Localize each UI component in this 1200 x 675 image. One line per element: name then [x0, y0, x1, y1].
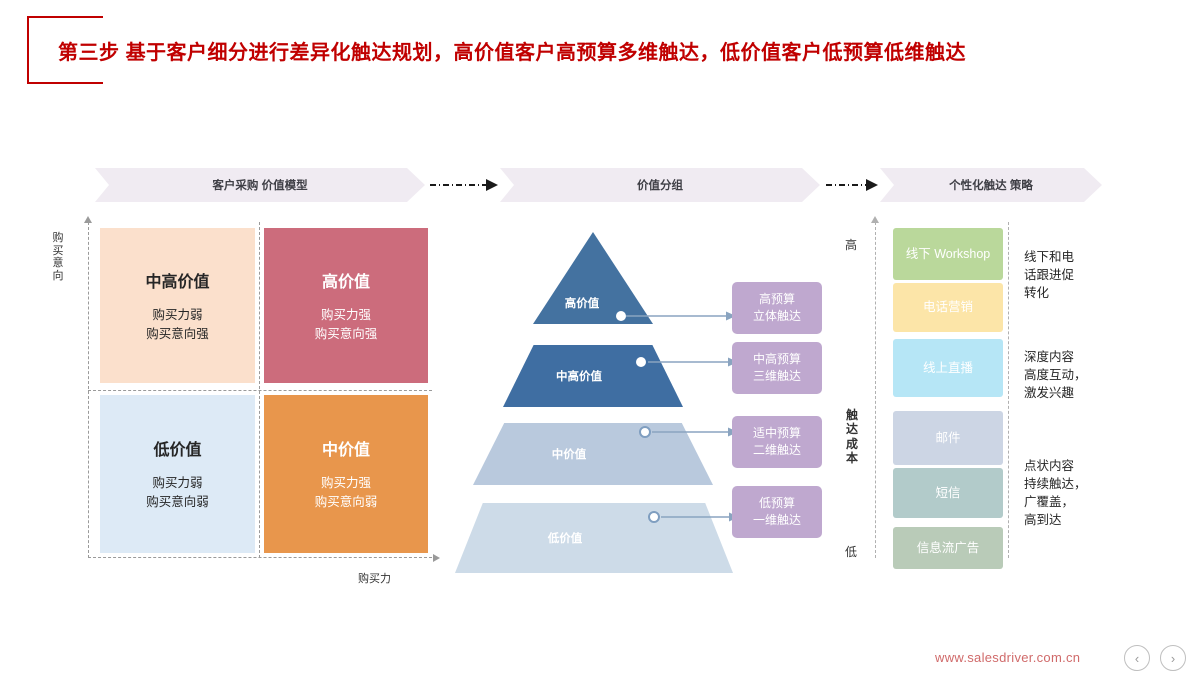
stage-label-1: 客户采购 价值模型 [212, 180, 308, 192]
matrix-quadrant-bottom-right[interactable]: 中价值 购买力强 购买意向弱 [264, 395, 428, 553]
matrix-quadrant-top-right[interactable]: 高价值 购买力强 购买意向强 [264, 228, 428, 383]
cost-axis-line-right [1008, 222, 1009, 558]
quadrant-title: 中价值 [321, 442, 370, 460]
connector-arrow-high-icon [626, 311, 736, 321]
stage-label-3: 个性化触达 策略 [949, 180, 1033, 192]
matrix-quadrant-bottom-left[interactable]: 低价值 购买力弱 购买意向弱 [100, 395, 255, 553]
cost-axis-label: 触达成本 [845, 408, 858, 466]
pyramid-layer-label: 高价值 [564, 298, 600, 310]
channel-box-live-stream[interactable]: 线上直播 [893, 339, 1003, 397]
budget-line-1: 中高预算 [752, 351, 801, 366]
pyramid-layer-label: 中价值 [551, 449, 587, 461]
channel-label: 线下 Workshop [905, 246, 991, 261]
matrix-quadrant-top-left[interactable]: 中高价值 购买力弱 购买意向强 [100, 228, 255, 383]
channel-note-middle: 深度内容 高度互动， 激发兴趣 [1024, 350, 1087, 401]
stage-label-2: 价值分组 [637, 180, 683, 192]
budget-box-low[interactable]: 低预算 一维触达 [732, 486, 822, 538]
channel-label: 电话营销 [922, 300, 973, 315]
pyramid-layer-low[interactable]: 低价值 [455, 503, 733, 573]
channel-label: 线上直播 [922, 360, 973, 375]
channel-box-offline-workshop[interactable]: 线下 Workshop [893, 228, 1003, 280]
value-pyramid: 高价值 中高价值 中价值 低价值 [455, 230, 740, 573]
budget-line-1: 低预算 [758, 495, 795, 510]
chevron-right-icon: › [1170, 650, 1176, 666]
quadrant-desc: 购买力弱 购买意向弱 [146, 476, 209, 509]
matrix-x-axis-label: 购买力 [358, 573, 391, 585]
budget-line-2: 一维触达 [752, 513, 801, 527]
quadrant-title: 高价值 [321, 273, 370, 291]
budget-box-mid-high[interactable]: 中高预算 三维触达 [732, 342, 822, 394]
budget-line-2: 二维触达 [752, 443, 801, 457]
title-main-text: 基于客户细分进行差异化触达规划，高价值客户高预算多维触达，低价值客户低预算低维触… [125, 42, 967, 64]
channel-box-email[interactable]: 邮件 [893, 411, 1003, 465]
budget-box-high[interactable]: 高预算 立体触达 [732, 282, 822, 334]
budget-line-2: 立体触达 [752, 309, 801, 323]
channel-label: 邮件 [935, 430, 961, 445]
title-bracket [27, 16, 103, 84]
matrix-divider-vertical [259, 222, 260, 558]
channel-box-sms[interactable]: 短信 [893, 468, 1003, 518]
channel-note-top: 线下和电 话跟进促 转化 [1024, 250, 1075, 301]
budget-box-mid[interactable]: 适中预算 二维触达 [732, 416, 822, 468]
stage-chevron-2[interactable]: 价值分组 [500, 168, 820, 202]
budget-line-1: 高预算 [758, 291, 795, 306]
matrix-x-axis-arrow-icon [433, 554, 440, 562]
stage-arrow-2-icon [826, 179, 878, 191]
pyramid-node-dot-mid-high [636, 357, 646, 367]
connector-arrow-low-icon [661, 512, 739, 522]
cost-axis-arrow-icon [871, 216, 879, 223]
cost-axis-low-label: 低 [845, 545, 858, 559]
stage-chevron-1[interactable]: 客户采购 价值模型 [95, 168, 425, 202]
connector-arrow-mid-high-icon [648, 357, 738, 367]
footer-url[interactable]: www.salesdriver.com.cn [935, 650, 1081, 665]
pyramid-node-dot-mid [639, 426, 651, 438]
page-title: 第三步 基于客户细分进行差异化触达规划，高价值客户高预算多维触达，低价值客户低预… [58, 36, 966, 65]
quadrant-desc: 购买力强 购买意向强 [314, 307, 378, 341]
quadrant-desc: 购买力强 购买意向弱 [314, 476, 378, 509]
quadrant-title: 中高价值 [145, 273, 210, 291]
pyramid-layer-mid-high[interactable]: 中高价值 [503, 345, 683, 407]
pyramid-layer-mid[interactable]: 中价值 [473, 423, 713, 485]
matrix-y-axis-arrow-icon [84, 216, 92, 223]
stage-chevron-3[interactable]: 个性化触达 策略 [880, 168, 1102, 202]
previous-slide-button[interactable]: ‹ [1124, 645, 1150, 671]
matrix-divider-horizontal [88, 390, 432, 391]
pyramid-node-dot-low [648, 511, 660, 523]
budget-line-1: 适中预算 [752, 425, 801, 440]
next-slide-button[interactable]: › [1160, 645, 1186, 671]
pyramid-layer-label: 低价值 [547, 533, 583, 545]
quadrant-desc: 购买力弱 购买意向强 [146, 307, 209, 341]
stage-banner: 客户采购 价值模型 价值分组 个性化触达 策略 [0, 168, 1200, 202]
title-step-label: 第三步 [58, 42, 120, 64]
channel-note-bottom: 点状内容 持续触达， 广覆盖， 高到达 [1024, 459, 1087, 528]
cost-axis-high-label: 高 [845, 238, 858, 252]
cost-axis-line-left [875, 222, 876, 558]
matrix-y-axis-label: 购买意向 [52, 232, 64, 282]
channel-box-feed-ads[interactable]: 信息流广告 [893, 527, 1003, 569]
connector-arrow-mid-icon [652, 427, 738, 437]
budget-line-2: 三维触达 [752, 369, 801, 383]
pyramid-layer-label: 中高价值 [556, 371, 602, 383]
channel-box-telemarketing[interactable]: 电话营销 [893, 283, 1003, 332]
pyramid-node-dot-high [616, 311, 626, 321]
quadrant-title: 低价值 [153, 442, 202, 460]
stage-arrow-1-icon [430, 179, 498, 191]
channel-label: 短信 [935, 485, 961, 500]
chevron-left-icon: ‹ [1134, 650, 1140, 666]
channel-label: 信息流广告 [916, 540, 980, 555]
